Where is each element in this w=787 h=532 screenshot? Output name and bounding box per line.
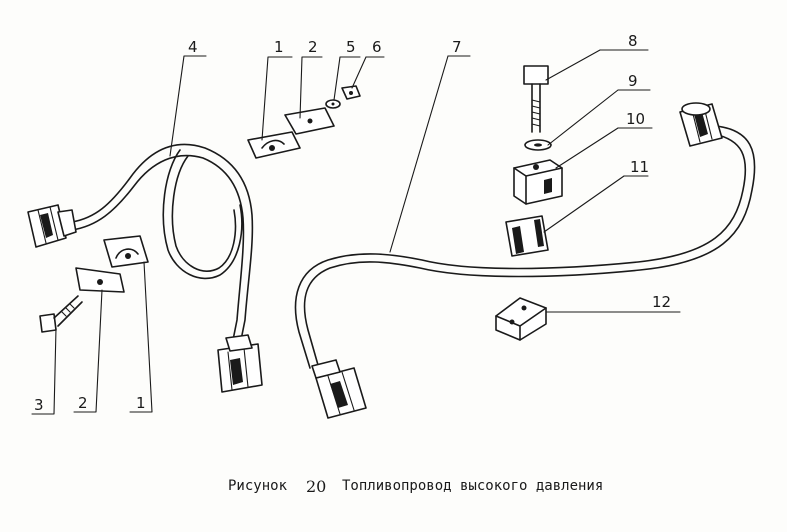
callout-7: 7 (452, 38, 462, 56)
leader-lines (31, 49, 681, 415)
callout-1-bottom: 1 (136, 394, 146, 412)
fuel-line-7 (294, 102, 756, 419)
figure-caption: Рисунок 20 Топливопровод высокого давлен… (228, 477, 603, 496)
callout-2-bottom: 2 (78, 394, 88, 412)
callout-4: 4 (188, 38, 198, 56)
callout-12: 12 (652, 293, 671, 311)
plate-2-lower (75, 267, 125, 293)
callout-9: 9 (628, 72, 638, 90)
fuel-line-4 (27, 143, 263, 393)
block-12 (495, 297, 547, 341)
washer-9 (524, 139, 552, 151)
callout-8: 8 (628, 32, 638, 50)
plate-2-upper (284, 107, 335, 135)
callout-3: 3 (34, 396, 44, 414)
callout-1-top: 1 (274, 38, 284, 56)
callout-labels: 1 2 5 6 4 7 8 9 10 11 12 3 2 1 (34, 32, 671, 414)
caption-prefix: Рисунок (228, 478, 288, 494)
callout-6: 6 (372, 38, 382, 56)
bolt-8 (523, 65, 549, 133)
clamp-1-lower (103, 235, 149, 268)
nut-6 (341, 85, 361, 100)
washer-5 (325, 99, 341, 109)
bushing-11 (505, 215, 549, 257)
clamp-1-upper (247, 131, 301, 159)
bolt-3 (39, 295, 83, 333)
caption-title: Топливопровод высокого давления (342, 478, 603, 494)
callout-10: 10 (626, 110, 645, 128)
callout-11: 11 (630, 158, 649, 176)
callout-2-top: 2 (308, 38, 318, 56)
callout-5: 5 (346, 38, 356, 56)
block-10 (513, 159, 563, 205)
caption-number: 20 (306, 477, 326, 496)
